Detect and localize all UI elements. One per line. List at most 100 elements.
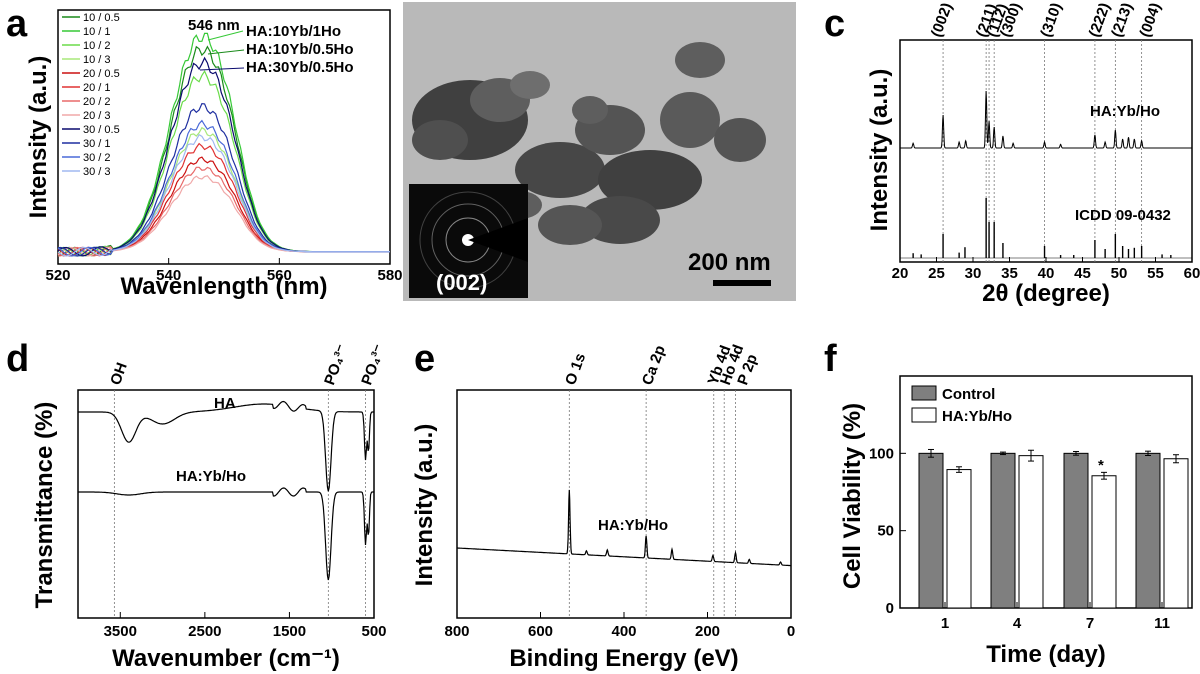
panel-f-bar-0-1 <box>946 469 972 609</box>
panel-a-xtick-label-2: 560 <box>267 267 292 284</box>
panel-a-plot: 10 / 0.510 / 110 / 210 / 320 / 0.520 / 1… <box>25 9 403 300</box>
panel-a-leader-1 <box>207 30 244 41</box>
panel-d-series-hayb <box>78 487 374 581</box>
panel-c-frame <box>899 39 1193 263</box>
panel-a-xtick-label-3: 580 <box>377 267 402 284</box>
panel-a-legend-label-2: 10 / 2 <box>83 40 111 52</box>
panel-f-xticks: 1 4 7 11 <box>941 602 1170 632</box>
panel-e-series-label: HA:Yb/Ho <box>598 517 668 534</box>
panel-c-series-top <box>900 90 1192 149</box>
panel-a-annotation-1: HA:10Yb/1Ho <box>246 23 341 40</box>
panel-letter-d: d <box>6 338 29 380</box>
panel-e-series <box>457 489 791 567</box>
panel-c-plot: (002)(211)(112)(300)(310)(222)(213)(004)… <box>866 1 1200 307</box>
panel-a-legend-label-0: 10 / 0.5 <box>83 12 120 24</box>
panel-d-xtick-label-0: 3500 <box>104 623 137 640</box>
panel-f-xtick-label-1: 4 <box>1013 615 1022 632</box>
panel-a-xtick-label-1: 540 <box>156 267 181 284</box>
panel-f-bar-0-0 <box>918 452 944 609</box>
panel-a-curve-7 <box>57 175 390 257</box>
panel-c-xtick-label-6: 50 <box>1111 265 1128 282</box>
panel-a-peak-annotation: 546 nm <box>188 17 240 34</box>
panel-e-xtick-label-1: 600 <box>528 623 553 640</box>
panel-f-bar-2-0 <box>1063 452 1089 609</box>
panel-f-bars <box>918 448 1189 609</box>
panel-e-peak-label-0: O 1s <box>562 351 589 387</box>
panel-b-scale-bar <box>713 280 771 286</box>
panel-c-xtick-label-1: 25 <box>928 265 945 282</box>
panel-f-frame <box>899 375 1193 609</box>
panel-b-scale-label: 200 nm <box>688 249 771 276</box>
panel-f-xtick-label-0: 1 <box>941 615 949 632</box>
panel-e-xtick-label-3: 200 <box>695 623 720 640</box>
panel-a-legend-label-8: 30 / 0.5 <box>83 124 120 136</box>
panel-c-xtick-label-0: 20 <box>892 265 909 282</box>
panel-e-frame <box>456 389 792 619</box>
panel-b-inset-label: (002) <box>436 270 487 295</box>
panel-f-xtick-label-3: 11 <box>1154 615 1170 632</box>
panel-b-beam-stopper <box>468 218 528 262</box>
panel-d-xlabel: Wavenumber (cm⁻¹) <box>112 645 340 672</box>
panel-a-leader-3 <box>199 67 245 71</box>
panel-a-ylabel: Intensity (a.u.) <box>25 56 52 219</box>
panel-d-series-label-2: HA:Yb/Ho <box>176 468 246 485</box>
panel-a-legend-label-3: 10 / 3 <box>83 54 111 66</box>
panel-f-xlabel: Time (day) <box>986 641 1106 668</box>
panel-a-curves <box>57 32 390 257</box>
panel-e-guides <box>568 390 736 618</box>
panel-a-legend-label-10: 30 / 2 <box>83 152 111 164</box>
panel-e-xtick-label-0: 800 <box>444 623 469 640</box>
panel-c-hkl-4: (310) <box>1037 1 1065 40</box>
panel-f-xtick-label-2: 7 <box>1086 615 1094 632</box>
panel-f-bar-3-0 <box>1135 452 1161 609</box>
panel-f-legend-swatch-0 <box>911 385 937 401</box>
panel-d-series-ha <box>78 400 374 492</box>
panel-e-xtick-label-2: 400 <box>611 623 636 640</box>
panel-e-xtick-label-4: 0 <box>787 623 795 640</box>
panel-a-legend-label-11: 30 / 3 <box>83 166 111 178</box>
panel-c-series-label-2: ICDD 09-0432 <box>1075 207 1171 224</box>
panel-c-xtick-label-5: 45 <box>1074 265 1091 282</box>
panel-c-xtick-label-7: 55 <box>1147 265 1164 282</box>
panel-f-bar-1-1 <box>1018 455 1044 609</box>
panel-c-xtick-label-2: 30 <box>965 265 982 282</box>
panel-letter-f: f <box>824 338 837 380</box>
panel-f-bar-2-1 <box>1091 475 1117 609</box>
panel-a-curve-11 <box>57 133 390 257</box>
panel-a-leader-2 <box>207 49 245 55</box>
panel-c-xtick-label-4: 40 <box>1038 265 1055 282</box>
panel-letter-a: a <box>6 3 28 45</box>
panel-d-xtick-label-2: 1500 <box>273 623 306 640</box>
panel-f-legend-label-1: HA:Yb/Ho <box>942 408 1012 425</box>
panel-a-annotation-3: HA:30Yb/0.5Ho <box>246 59 354 76</box>
panel-a-legend-label-1: 10 / 1 <box>83 26 111 38</box>
panel-d-frame <box>77 389 375 619</box>
panel-c-hkl-labels: (002)(211)(112)(300)(310)(222)(213)(004) <box>928 1 1165 40</box>
panel-d-series-label-1: HA <box>214 395 236 412</box>
panel-letter-c: c <box>824 3 845 45</box>
panel-f-legend-swatch-1 <box>911 407 937 423</box>
panel-d-band-label-0: OH <box>107 360 131 387</box>
panel-e-peak-label-1: Ca 2p <box>639 343 669 387</box>
panel-letter-e: e <box>414 338 435 380</box>
panel-f-bar-1-0 <box>990 452 1016 609</box>
panel-a-legend-label-6: 20 / 2 <box>83 96 111 108</box>
panel-b-particles <box>412 42 766 245</box>
panel-d-guides <box>113 390 366 618</box>
panel-a-xlabel: Wavenlength (nm) <box>120 273 327 300</box>
panel-a-legend-label-5: 20 / 1 <box>83 82 111 94</box>
panel-a-legend-label-9: 30 / 1 <box>83 138 111 150</box>
panel-c-series-label-1: HA:Yb/Ho <box>1090 103 1160 120</box>
panel-f-ylabel: Cell Viability (%) <box>839 403 866 589</box>
panel-f-ytick-label-2: 100 <box>869 445 894 462</box>
panel-d-xtick-label-3: 500 <box>361 623 386 640</box>
panel-e-xticks: 800 600 400 200 0 <box>444 612 795 640</box>
